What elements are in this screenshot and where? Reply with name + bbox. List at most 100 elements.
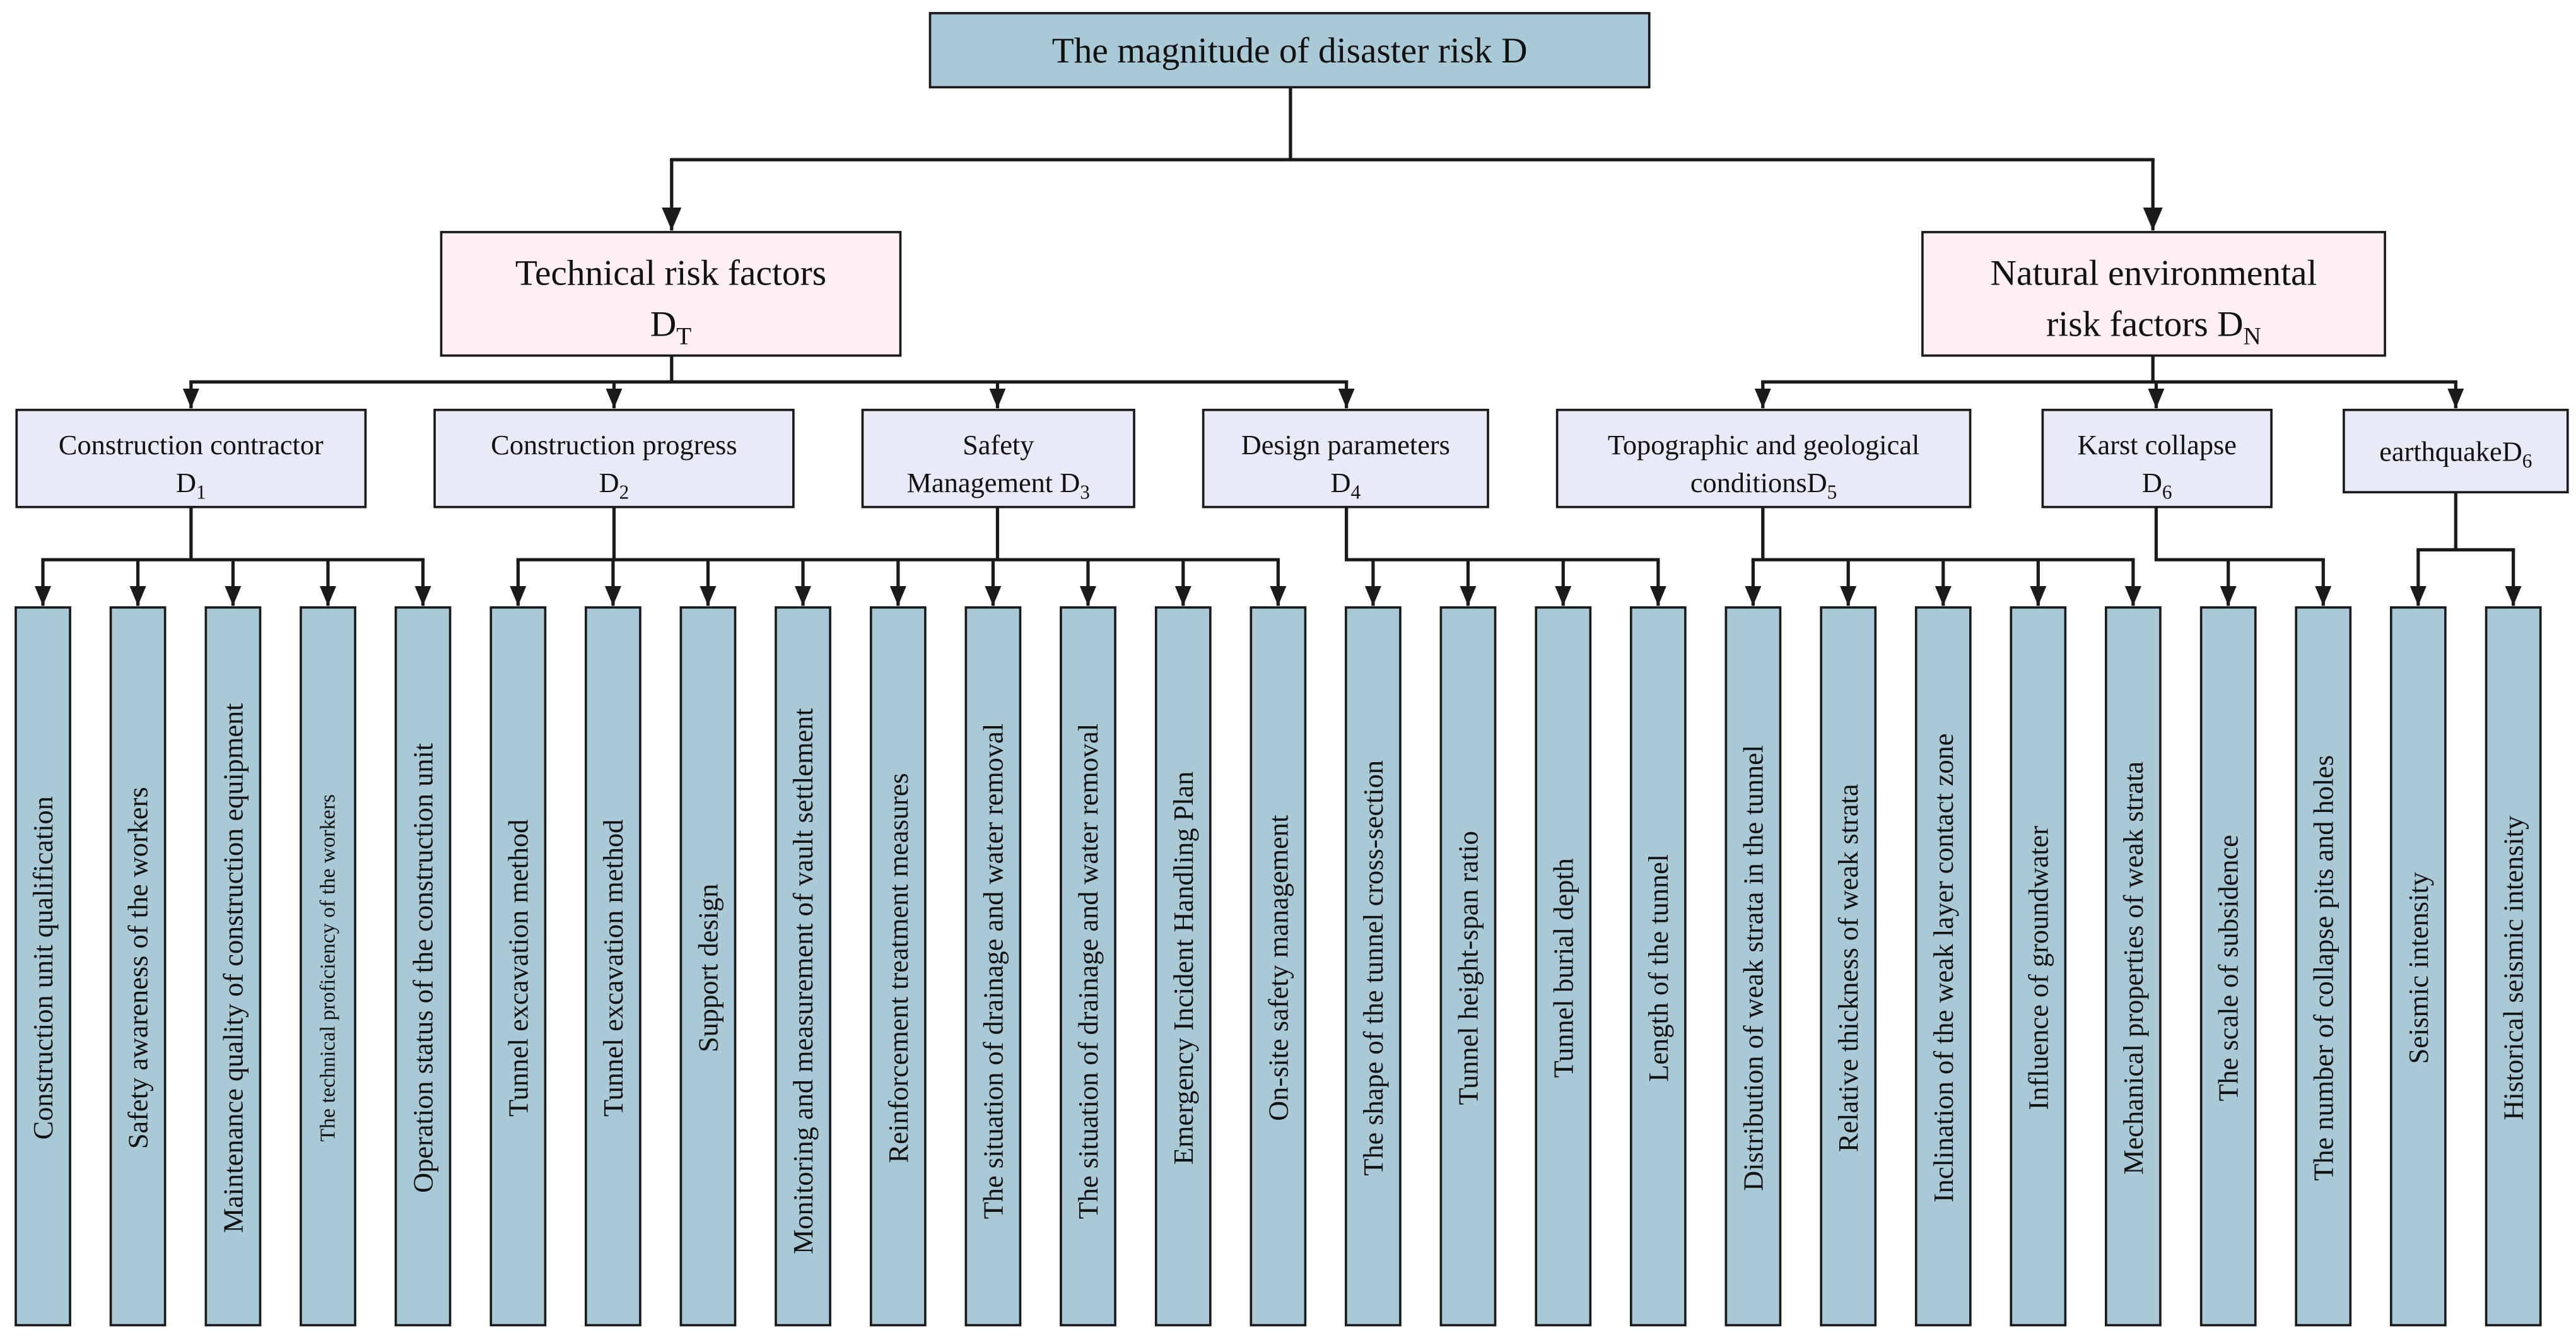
indicator-box xyxy=(15,606,71,1327)
indicator-label: Length of the tunnel xyxy=(1642,854,1674,1082)
criterion-label-line2: D6 xyxy=(2142,467,2172,503)
indicator-label: The shape of the tunnel cross-section xyxy=(1357,760,1389,1176)
indicator-weak-strata-relative-thickness: Relative thickness of weak strata xyxy=(1820,606,1877,1327)
criterion-karst-collapse: Karst collapse D6 xyxy=(2041,408,2273,508)
criterion-label-line1: Karst collapse xyxy=(2078,429,2237,461)
indicator-box xyxy=(109,606,167,1327)
criterion-label-line2: Management D3 xyxy=(907,467,1090,503)
criterion-subscript: 1 xyxy=(196,481,206,503)
indicator-box xyxy=(1820,606,1877,1327)
indicator-box xyxy=(1724,606,1782,1327)
indicator-box xyxy=(1629,606,1687,1327)
criterion-symbol: Management D xyxy=(907,467,1080,498)
indicator-label: Reinforcement treatment measures xyxy=(882,773,914,1163)
criterion-subscript: 4 xyxy=(1351,481,1361,503)
indicator-weak-layer-contact-zone-inclination: Inclination of the weak layer contact zo… xyxy=(1914,606,1972,1327)
indicator-label: Historical seismic intensity xyxy=(2498,816,2529,1120)
indicator-drainage-and-water-removal-1: The situation of drainage and water remo… xyxy=(964,606,1022,1327)
criterion-label-line1: Topographic and geological xyxy=(1608,429,1919,461)
indicator-box xyxy=(1345,606,1402,1327)
connectors-d5 xyxy=(1745,507,2141,606)
criterion-design-parameters: Design parameters D4 xyxy=(1202,408,1489,508)
criterion-label-line1: Construction contractor xyxy=(59,429,324,461)
indicator-box xyxy=(869,606,927,1327)
criterion-construction-contractor: Construction contractor D1 xyxy=(15,408,367,508)
criterion-subscript: 6 xyxy=(2162,481,2172,503)
indicator-subsidence-scale: The scale of subsidence xyxy=(2199,606,2257,1327)
category-symbol: risk factors D xyxy=(2046,304,2243,344)
indicator-collapse-pits-and-holes-count: The number of collapse pits and holes xyxy=(2295,606,2352,1327)
criterion-box xyxy=(433,408,795,508)
root-label: The magnitude of disaster risk D xyxy=(1052,31,1528,71)
criterion-label-line1: Design parameters xyxy=(1241,429,1450,461)
indicator-label: Distribution of weak strata in the tunne… xyxy=(1737,745,1769,1191)
category-subscript: T xyxy=(676,322,691,350)
indicator-tunnel-cross-section-shape: The shape of the tunnel cross-section xyxy=(1345,606,1402,1327)
indicator-box xyxy=(300,606,356,1327)
category-label-line2: DT xyxy=(650,304,691,350)
indicator-operation-status-of-construction-unit: Operation status of the construction uni… xyxy=(394,606,452,1327)
indicator-box xyxy=(2485,606,2542,1327)
indicator-construction-unit-qualification: Construction unit qualification xyxy=(15,606,71,1327)
criterion-topographic-geological: Topographic and geological conditionsD5 xyxy=(1555,408,1972,508)
indicator-box xyxy=(204,606,262,1327)
indicator-weak-strata-mechanical-properties: Mechanical properties of weak strata xyxy=(2105,606,2162,1327)
category-symbol: D xyxy=(650,304,676,344)
indicator-box xyxy=(1535,606,1592,1327)
indicator-label: Seismic intensity xyxy=(2403,872,2434,1064)
indicator-box xyxy=(2389,606,2447,1327)
indicator-label: Construction unit qualification xyxy=(27,796,59,1139)
indicator-box xyxy=(964,606,1022,1327)
indicator-technical-proficiency-of-workers: The technical proficiency of the workers xyxy=(300,606,356,1327)
connectors-earthquake xyxy=(2409,492,2522,606)
criterion-subscript: 5 xyxy=(1827,481,1837,503)
criterion-label-line1: Safety xyxy=(963,429,1034,461)
criterion-label-line2: conditionsD5 xyxy=(1690,467,1837,503)
indicator-safety-awareness-of-workers: Safety awareness of the workers xyxy=(109,606,167,1327)
criterion-box xyxy=(2041,408,2273,508)
criterion-subscript: 3 xyxy=(1080,481,1090,503)
criterion-safety-management: Safety Management D3 xyxy=(861,408,1135,508)
indicator-label: Operation status of the construction uni… xyxy=(407,743,439,1193)
connectors-natural xyxy=(1754,355,2464,409)
connectors-d1 xyxy=(34,507,431,606)
indicator-label: The number of collapse pits and holes xyxy=(2307,755,2339,1181)
indicator-on-site-safety-management: On-site safety management xyxy=(1250,606,1307,1327)
indicator-label: The technical proficiency of the workers xyxy=(316,794,339,1142)
criterion-label-line2: D4 xyxy=(1330,467,1361,503)
criterion-symbol: conditionsD xyxy=(1690,467,1827,498)
indicator-label: Maintenance quality of construction equi… xyxy=(217,703,249,1233)
criterion-box xyxy=(1555,408,1972,508)
indicator-label: On-site safety management xyxy=(1262,814,1294,1121)
connectors-d2-d3 xyxy=(510,507,1287,606)
indicator-label: The situation of drainage and water remo… xyxy=(1072,724,1104,1220)
indicator-label: Safety awareness of the workers xyxy=(122,787,154,1149)
criterion-label-line1: Construction progress xyxy=(491,429,737,461)
criterion-earthquake: earthquakeD6 xyxy=(2343,408,2569,494)
indicator-label: Tunnel burial depth xyxy=(1547,858,1579,1078)
indicator-label: Influence of groundwater xyxy=(2022,826,2054,1110)
indicator-weak-strata-distribution: Distribution of weak strata in the tunne… xyxy=(1724,606,1782,1327)
indicator-label: Emergency Incident Handling Plan xyxy=(1168,772,1199,1165)
criterion-box xyxy=(2343,408,2569,494)
category-label-line1: Technical risk factors xyxy=(515,253,826,293)
criterion-symbol: D xyxy=(2142,467,2162,498)
indicator-box xyxy=(679,606,737,1327)
indicator-box xyxy=(489,606,547,1327)
indicator-vault-settlement-monitoring: Monitoring and measurement of vault sett… xyxy=(775,606,831,1327)
criterion-symbol: D xyxy=(176,467,196,498)
criterion-label-line1: earthquakeD6 xyxy=(2379,436,2532,472)
indicator-historical-seismic-intensity: Historical seismic intensity xyxy=(2485,606,2542,1327)
root-node: The magnitude of disaster risk D xyxy=(928,12,1651,89)
indicator-label: Monitoring and measurement of vault sett… xyxy=(787,708,819,1254)
indicator-label: Relative thickness of weak strata xyxy=(1832,784,1864,1152)
indicator-box xyxy=(2295,606,2352,1327)
indicator-label: Tunnel excavation method xyxy=(502,820,534,1117)
indicator-tunnel-height-span-ratio: Tunnel height-span ratio xyxy=(1439,606,1497,1327)
indicator-drainage-and-water-removal-2: The situation of drainage and water remo… xyxy=(1060,606,1116,1327)
criterion-symbol: D xyxy=(599,467,619,498)
criterion-symbol: earthquakeD xyxy=(2379,436,2522,467)
indicator-seismic-intensity: Seismic intensity xyxy=(2389,606,2447,1327)
category-technical: Technical risk factors DT xyxy=(440,231,902,357)
